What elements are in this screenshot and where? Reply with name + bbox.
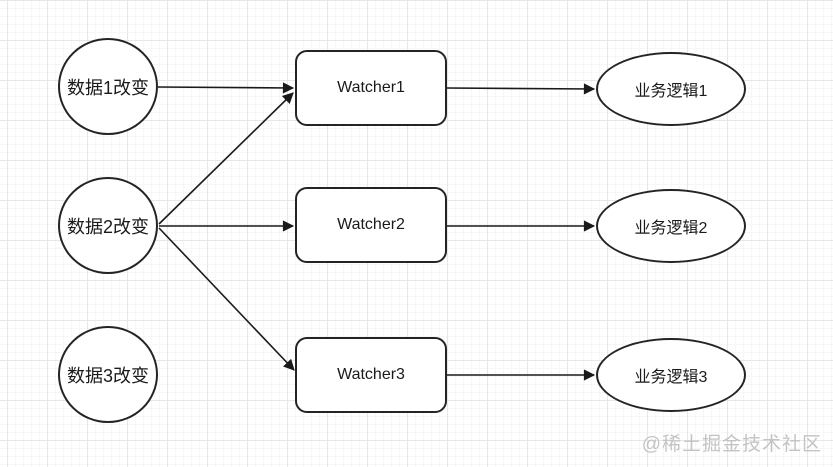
edge-data1-to-watcher1: [157, 82, 295, 94]
edge-data2-to-watcher1: [158, 92, 294, 225]
node-logic1: 业务逻辑1: [596, 52, 746, 126]
node-label: Watcher1: [337, 79, 405, 96]
juejin-watermark: @稀土掘金技术社区: [641, 434, 822, 455]
node-label: 业务逻辑2: [634, 220, 708, 237]
node-data2-change: 数据2改变: [58, 177, 158, 274]
node-label: 数据1改变: [66, 77, 149, 98]
node-label: 业务逻辑3: [634, 369, 708, 386]
node-data1-change: 数据1改变: [58, 38, 158, 135]
node-logic2: 业务逻辑2: [596, 189, 746, 263]
node-watcher3: Watcher3: [295, 337, 447, 413]
node-label: Watcher2: [337, 216, 405, 233]
node-label: 业务逻辑1: [634, 83, 708, 100]
edge-data2-to-watcher3: [158, 227, 295, 371]
node-label: 数据2改变: [66, 216, 149, 237]
node-watcher1: Watcher1: [295, 50, 447, 126]
node-watcher2: Watcher2: [295, 187, 447, 263]
node-label: 数据3改变: [66, 365, 149, 386]
node-label: Watcher3: [337, 366, 405, 383]
edge-watcher1-to-logic1: [446, 83, 596, 95]
node-data3-change: 数据3改变: [58, 326, 158, 423]
node-logic3: 业务逻辑3: [596, 338, 746, 412]
